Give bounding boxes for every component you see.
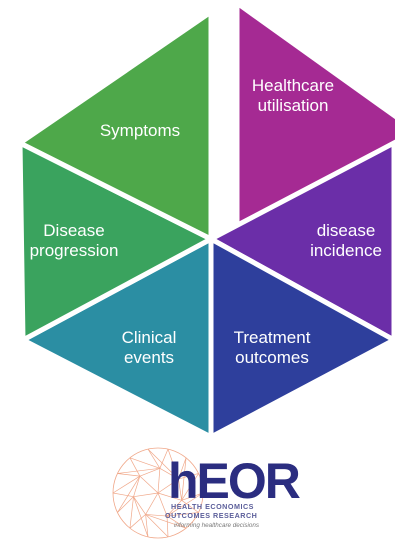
sphere-mesh-line [181,457,187,501]
sphere-mesh-line [139,475,159,494]
sphere-mesh-line [147,448,179,480]
sphere-mesh-line [166,515,187,529]
sphere-mesh-line [112,492,134,498]
sphere-mesh-line [117,496,134,513]
segment-label-clinical-events-line2: events [124,348,174,367]
sphere-mesh-line [145,514,168,517]
sphere-mesh-line [145,514,187,529]
sphere-mesh-line [159,468,179,480]
sphere-mesh-line [167,449,179,480]
sphere-mesh-line [129,457,160,469]
sphere-mesh-line [129,496,134,529]
sphere-mesh-line [178,457,187,480]
geodesic-sphere-icon [112,447,204,539]
sphere-mesh-line [139,467,160,477]
logo-subtitle-line2: OUTCOMES RESEARCH [165,511,257,520]
segment-label-symptoms-line1: Symptoms [100,121,180,140]
sphere-mesh-line [117,473,140,477]
logo-subtitle-line1: HEALTH ECONOMICS [171,502,254,511]
sphere-mesh-line [166,492,204,517]
sphere-mesh-line [157,478,179,494]
sphere-mesh-line [159,448,169,469]
segment-label-clinical-events-line1: Clinical [122,328,177,347]
sphere-mesh-line [133,476,141,497]
sphere-mesh-line [129,514,146,529]
sphere-mesh-line [112,475,141,494]
sphere-mesh-line [157,492,168,517]
heor-logo: hEOR HEALTH ECONOMICS OUTCOMES RESEARCH … [112,447,303,539]
segment-label-disease-incidence-line1: disease [317,221,376,240]
sphere-mesh-line [147,448,161,469]
segment-label-healthcare-utilisation-line2: utilisation [258,96,329,115]
sphere-mesh-line [166,516,169,537]
segment-label-disease-incidence-line2: incidence [310,241,382,260]
sphere-mesh-line [133,492,159,498]
sphere-mesh-line [117,475,141,513]
sphere-mesh-line [178,479,182,501]
sphere-mesh-line [145,492,159,515]
segment-label-disease-progression-line1: Disease [43,221,104,240]
sphere-mesh-line [166,512,199,517]
segment-label-treatment-outcomes-line1: Treatment [234,328,311,347]
logo-tagline: informing healthcare decisions [174,522,260,529]
sphere-mesh-line [181,473,199,501]
sphere-mesh-line [181,492,204,501]
logo-title: hEOR [168,453,301,509]
sphere-mesh-line [181,500,199,513]
sphere-mesh-line [133,496,149,537]
sphere-mesh-line [129,457,141,477]
sphere-mesh-line [145,514,149,537]
sphere-mesh-line [157,468,161,494]
segment-label-healthcare-utilisation-line1: Healthcare [252,76,334,95]
sphere-mesh-line [117,467,160,474]
sphere-mesh-line [133,496,146,515]
sphere-mesh-line [166,500,182,517]
segment-symptoms [15,7,214,244]
diagram-segments [15,0,395,442]
sphere-mesh-line [157,492,182,501]
segment-label-treatment-outcomes-line2: outcomes [235,348,309,367]
sphere-mesh-line [145,514,169,538]
segment-label-disease-progression-line2: progression [30,241,119,260]
sphere-mesh-line [178,473,199,480]
